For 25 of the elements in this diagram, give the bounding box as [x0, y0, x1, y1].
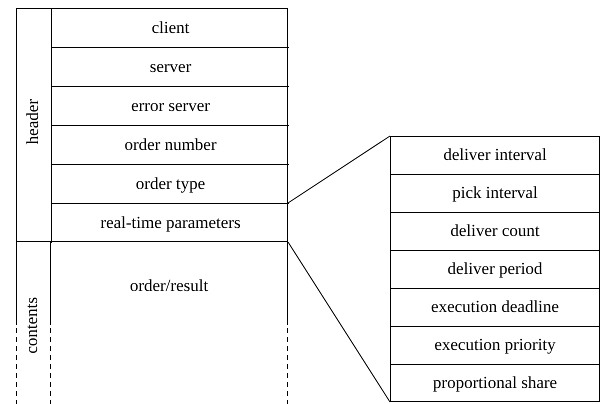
section-label: header — [23, 99, 43, 144]
expansion-line — [288, 136, 390, 204]
section-label: contents — [22, 297, 42, 354]
field-name: client — [150, 18, 190, 38]
field-name: order number — [123, 134, 218, 154]
field-name: error server — [130, 96, 211, 116]
field-name: deliver period — [446, 259, 544, 279]
parameter-table — [390, 136, 600, 402]
field-name: order/result — [128, 276, 210, 296]
field-name: proportional share — [432, 373, 558, 393]
field-name: pick interval — [451, 183, 539, 203]
field-name: deliver interval — [442, 145, 548, 165]
expansion-line — [288, 242, 390, 402]
field-name: real-time parameters — [99, 212, 242, 232]
field-name: deliver count — [449, 221, 541, 241]
field-cell — [51, 48, 289, 87]
field-name: execution deadline — [430, 297, 560, 317]
field-name: execution priority — [433, 335, 557, 355]
field-name: order type — [134, 174, 206, 194]
header-section — [16, 8, 288, 242]
field-cell — [51, 87, 289, 126]
field-cell — [51, 165, 289, 204]
field-name: server — [148, 56, 192, 76]
field-cell — [51, 9, 289, 48]
field-cell — [51, 126, 289, 165]
